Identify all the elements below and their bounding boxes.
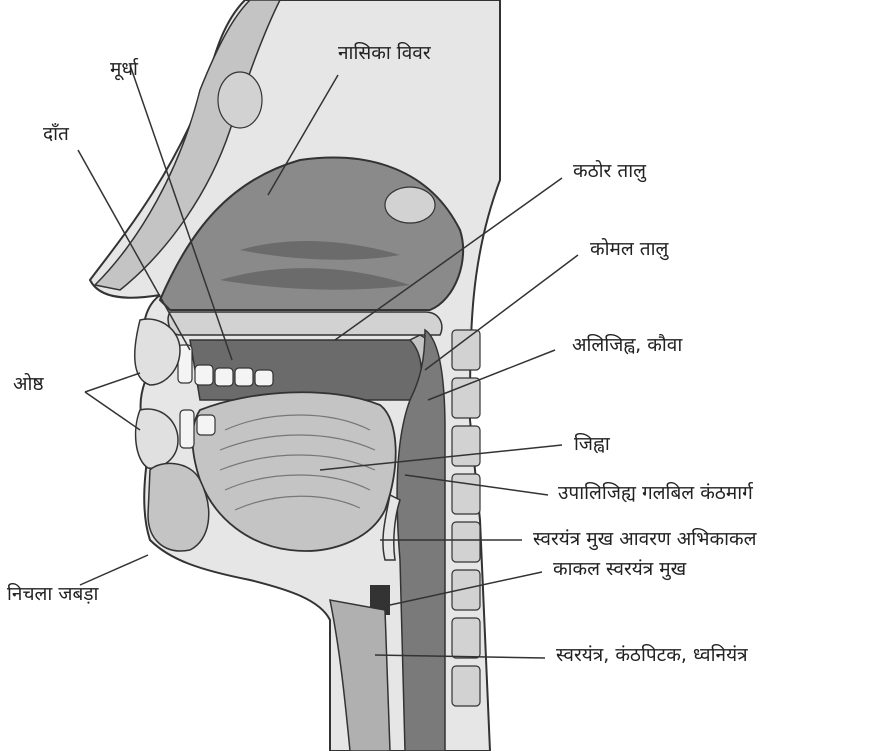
leader-lower-jaw (80, 555, 148, 585)
label-glottis: काकल स्वरयंत्र मुख (553, 560, 686, 579)
label-lower-jaw: निचला जबड़ा (7, 585, 98, 604)
label-epiglottis: स्वरयंत्र मुख आवरण अभिकाकल (533, 530, 757, 549)
label-palate-roof: मूर्धा (110, 60, 138, 79)
leader-lips-1 (85, 373, 140, 392)
label-nasal-cavity: नासिका विवर (338, 44, 431, 63)
label-soft-palate: कोमल तालु (590, 240, 668, 259)
label-teeth: दाँत (43, 125, 69, 144)
sinus-1 (218, 72, 262, 128)
label-lips: ओष्ठ (13, 375, 44, 394)
leader-lips-2 (85, 392, 140, 430)
label-uvula: अलिजिह्व, कौवा (572, 336, 682, 355)
label-pharynx: उपालिजिह्य गलबिल कंठमार्ग (558, 484, 753, 503)
hard-palate-shape (168, 312, 442, 335)
label-larynx: स्वरयंत्र, कंठपिटक, ध्वनियंत्र (556, 646, 748, 665)
sinus-2 (385, 187, 435, 223)
label-hard-palate: कठोर तालु (573, 162, 646, 181)
label-tongue: जिह्वा (574, 435, 610, 454)
